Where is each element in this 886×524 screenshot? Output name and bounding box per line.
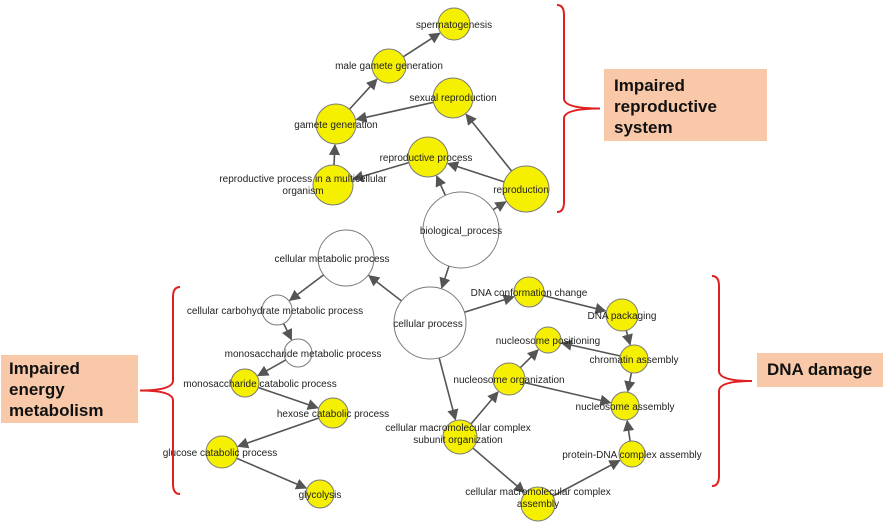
- node-nucleosome-organization: [492, 362, 526, 396]
- edge-reproduction-to-sexual-reproduction: [465, 113, 513, 172]
- node-glucose-catabolic-process: [205, 435, 239, 469]
- edges-layer: [236, 32, 636, 497]
- edge-glucose-catabolic-process-to-glycolysis: [236, 457, 308, 490]
- node-gamete-generation: [315, 103, 357, 145]
- node-label-sexual-reproduction: sexual reproduction: [409, 93, 496, 104]
- edge-cellular-carbohydrate-metabolic-process-to-monosaccharide-metabolic-process: [281, 323, 293, 341]
- edge-dna-packaging-to-chromatin-assembly: [621, 330, 633, 346]
- edge-chromatin-assembly-to-nucleosome-positioning: [560, 339, 621, 357]
- node-cellular-macromolecular-complex-subunit-organization: [442, 419, 478, 455]
- edge-cellular-process-to-dna-conformation-change: [464, 294, 515, 314]
- edge-monosaccharide-metabolic-process-to-monosaccharide-catabolic-process: [257, 359, 287, 377]
- edge-reproductive-process-to-reproductive-process-multicellular: [352, 161, 410, 182]
- edge-gamete-generation-to-male-gamete-generation: [348, 78, 378, 110]
- brackets-layer: [139, 4, 753, 495]
- node-label-nucleosome-assembly: nucleosome assembly: [576, 402, 675, 413]
- node-label-protein-dna-complex-assembly: protein-DNA complex assembly: [562, 450, 702, 461]
- node-label-reproduction: reproduction: [493, 185, 549, 196]
- edge-biological-process-to-reproductive-process: [435, 175, 447, 196]
- edge-cellular-macromolecular-complex-subunit-organization-to-nucleosome-organization: [470, 391, 499, 425]
- callout-dna-text: DNA damage: [767, 360, 873, 379]
- node-label-dna-conformation-change: DNA conformation change: [471, 288, 588, 299]
- edge-cellular-macromolecular-complex-subunit-organization-to-cellular-macromolecular-complex-assembly: [472, 447, 526, 494]
- edge-chromatin-assembly-to-nucleosome-assembly: [624, 372, 636, 393]
- node-reproductive-process-multicellular: [312, 164, 354, 206]
- node-protein-dna-complex-assembly: [618, 440, 646, 468]
- node-cellular-process: [393, 286, 467, 360]
- callout-impaired-reproductive-system: Impaired reproductive system: [604, 69, 767, 141]
- node-label-biological-process: biological_process: [420, 226, 502, 237]
- node-chromatin-assembly: [619, 344, 649, 374]
- node-label-glucose-catabolic-process: glucose catabolic process: [163, 448, 278, 459]
- edge-male-gamete-generation-to-spermatogenesis: [402, 32, 441, 58]
- node-nucleosome-assembly: [610, 391, 640, 421]
- node-label-spermatogenesis: spermatogenesis: [416, 20, 492, 31]
- bracket-dna: [711, 275, 753, 487]
- node-label-gamete-generation: gamete generation: [294, 120, 377, 131]
- callout-reproductive-text: Impaired reproductive system: [614, 76, 717, 137]
- callout-energy-text: Impaired energy metabolism: [9, 359, 104, 420]
- node-label-cellular-carbohydrate-metabolic-process: cellular carbohydrate metabolic process: [187, 306, 363, 317]
- node-label-reproductive-process: reproductive process: [380, 153, 473, 164]
- edge-biological-process-to-cellular-process: [439, 265, 451, 289]
- node-label-male-gamete-generation: male gamete generation: [335, 61, 443, 72]
- node-reproductive-process: [407, 136, 449, 178]
- node-glycolysis: [305, 479, 335, 509]
- node-label-nucleosome-positioning: nucleosome positioning: [496, 336, 601, 347]
- edge-cellular-metabolic-process-to-cellular-carbohydrate-metabolic-process: [288, 274, 325, 302]
- node-dna-packaging: [605, 298, 639, 332]
- bracket-reproductive: [556, 4, 601, 213]
- bracket-energy: [139, 286, 181, 495]
- callout-dna-damage: DNA damage: [757, 353, 883, 387]
- edge-reproduction-to-reproductive-process: [446, 161, 505, 183]
- edge-hexose-catabolic-process-to-glucose-catabolic-process: [236, 417, 320, 449]
- node-cellular-metabolic-process: [317, 229, 375, 287]
- edge-dna-conformation-change-to-dna-packaging: [543, 294, 607, 314]
- node-dna-conformation-change: [513, 276, 545, 308]
- node-label-dna-packaging: DNA packaging: [588, 311, 657, 322]
- edge-reproductive-process-multicellular-to-gamete-generation: [328, 143, 341, 166]
- node-label-glycolysis: glycolysis: [299, 490, 342, 501]
- edge-protein-dna-complex-assembly-to-nucleosome-assembly: [623, 419, 635, 442]
- node-label-cellular-process: cellular process: [393, 319, 462, 330]
- node-label-monosaccharide-metabolic-process: monosaccharide metabolic process: [225, 349, 382, 360]
- edge-sexual-reproduction-to-gamete-generation: [355, 101, 434, 123]
- node-cellular-carbohydrate-metabolic-process: [261, 294, 293, 326]
- node-biological-process: [422, 191, 500, 269]
- edge-cellular-process-to-cellular-macromolecular-complex-subunit-organization: [438, 357, 459, 421]
- node-label-monosaccharide-catabolic-process: monosaccharide catabolic process: [183, 379, 336, 390]
- edge-biological-process-to-reproduction: [492, 201, 507, 212]
- node-sexual-reproduction: [432, 77, 474, 119]
- node-nucleosome-positioning: [534, 326, 562, 354]
- edge-nucleosome-organization-to-nucleosome-assembly: [524, 381, 612, 406]
- node-label-chromatin-assembly: chromatin assembly: [590, 355, 679, 366]
- node-label-cellular-metabolic-process: cellular metabolic process: [274, 254, 389, 265]
- node-cellular-macromolecular-complex-assembly: [520, 486, 556, 522]
- edge-nucleosome-organization-to-nucleosome-positioning: [519, 349, 539, 369]
- node-labels: biological_process cellular process cellul…: [163, 20, 702, 510]
- node-hexose-catabolic-process: [317, 397, 349, 429]
- node-spermatogenesis: [437, 7, 471, 41]
- node-male-gamete-generation: [371, 48, 407, 84]
- node-monosaccharide-catabolic-process: [230, 368, 260, 398]
- edge-monosaccharide-catabolic-process-to-hexose-catabolic-process: [257, 386, 319, 410]
- callout-impaired-energy-metabolism: Impaired energy metabolism: [1, 355, 138, 423]
- edge-cellular-macromolecular-complex-assembly-to-protein-dna-complex-assembly: [552, 459, 621, 497]
- node-monosaccharide-metabolic-process: [283, 338, 313, 368]
- node-label-nucleosome-organization: nucleosome organization: [453, 375, 564, 386]
- nodes-layer: biological_process cellular process cellul…: [163, 7, 702, 522]
- node-label-hexose-catabolic-process: hexose catabolic process: [277, 409, 389, 420]
- node-reproduction: [502, 165, 550, 213]
- edge-cellular-process-to-cellular-metabolic-process: [368, 275, 403, 302]
